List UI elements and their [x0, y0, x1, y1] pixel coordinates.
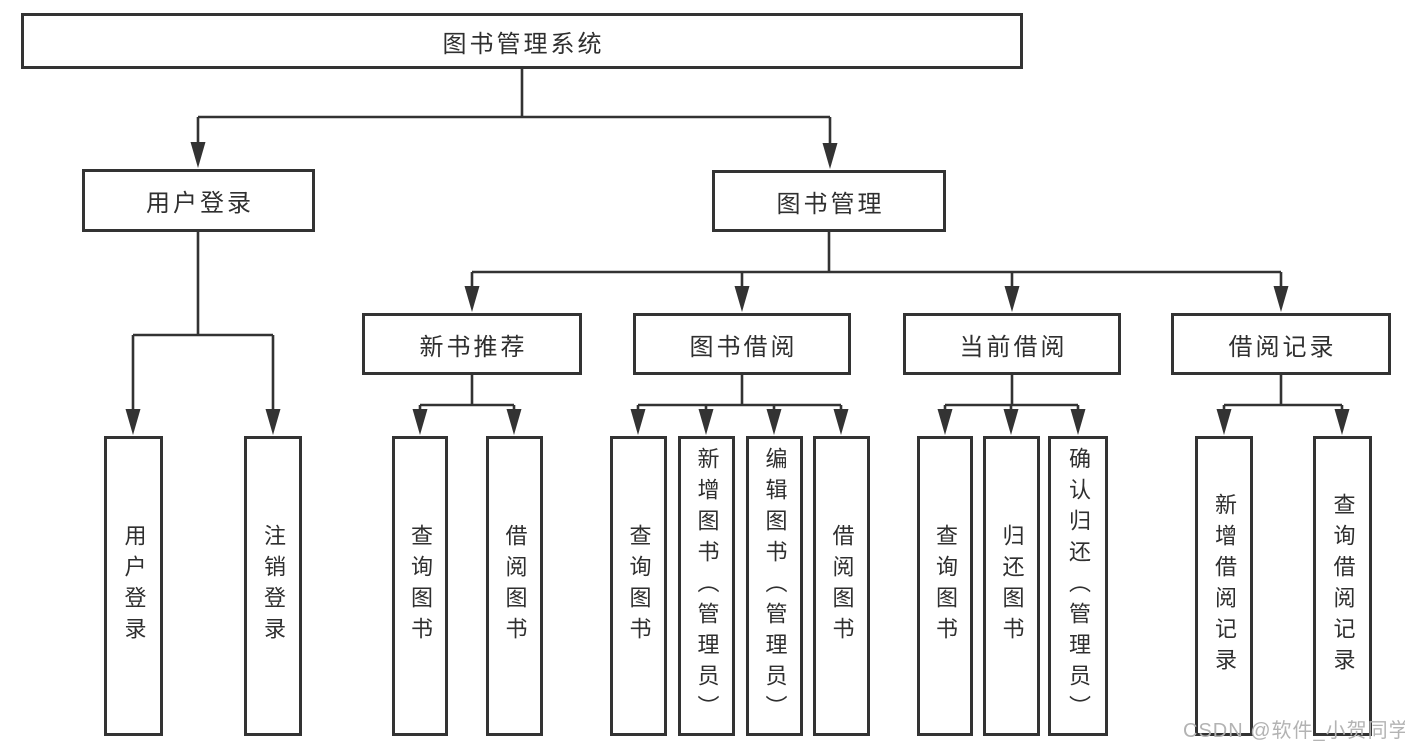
node-current-borrow: 当前借阅 — [903, 313, 1121, 375]
leaf-confirm-return-admin: 确认归还（管理员） — [1048, 436, 1108, 736]
node-borrow-records: 借阅记录 — [1171, 313, 1391, 375]
leaf-user-login: 用户登录 — [104, 436, 163, 736]
leaf-return-book: 归还图书 — [983, 436, 1040, 736]
leaf-edit-book-admin: 编辑图书（管理员） — [746, 436, 803, 736]
leaf-query-borrow-record: 查询借阅记录 — [1313, 436, 1372, 736]
node-user-login: 用户登录 — [82, 169, 315, 232]
leaf-borrow-books: 借阅图书 — [813, 436, 870, 736]
leaf-query-books-recommend: 查询图书 — [392, 436, 448, 736]
leaf-logout: 注销登录 — [244, 436, 302, 736]
node-book-management: 图书管理 — [712, 170, 946, 232]
leaf-add-borrow-record: 新增借阅记录 — [1195, 436, 1253, 736]
leaf-query-books-borrow: 查询图书 — [610, 436, 667, 736]
leaf-borrow-books-recommend: 借阅图书 — [486, 436, 543, 736]
node-root-system: 图书管理系统 — [21, 13, 1023, 69]
csdn-watermark: CSDN @软件_小贺同学 — [1183, 720, 1405, 742]
leaf-add-book-admin: 新增图书（管理员） — [678, 436, 735, 736]
node-book-borrow: 图书借阅 — [633, 313, 851, 375]
leaf-query-books-current: 查询图书 — [917, 436, 973, 736]
node-new-book-recommend: 新书推荐 — [362, 313, 582, 375]
